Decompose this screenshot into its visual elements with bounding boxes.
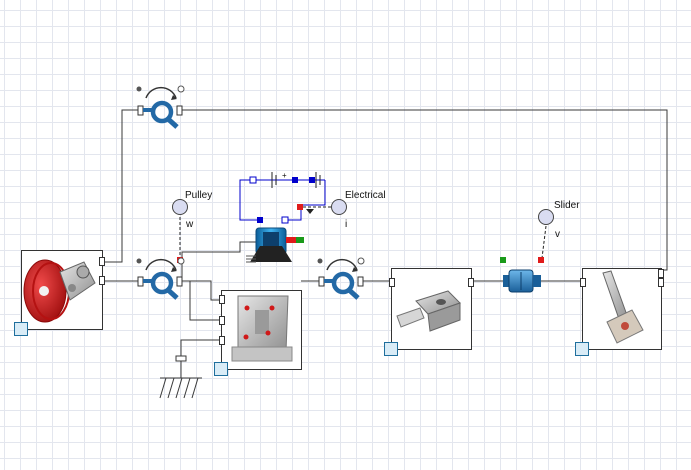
- sensor-lines: [179, 206, 547, 259]
- crank-body-icon[interactable]: [575, 342, 589, 356]
- electric-node-3[interactable]: [309, 177, 315, 183]
- disc-body-icon[interactable]: [14, 322, 28, 336]
- dc-motor[interactable]: [246, 227, 304, 263]
- crank-rod-image-front: [602, 270, 644, 344]
- slider-sensor[interactable]: [538, 209, 554, 225]
- wire-ground-vertical[interactable]: [180, 339, 221, 378]
- electrical-sensor[interactable]: [331, 199, 347, 215]
- electric-wire-left[interactable]: [239, 179, 260, 221]
- electrical-signal-port[interactable]: [297, 204, 303, 210]
- current-arrow-icon: [306, 209, 314, 214]
- electric-node-4[interactable]: [257, 217, 263, 223]
- housing-body-icon[interactable]: [214, 362, 228, 376]
- electric-node-5[interactable]: [281, 216, 289, 224]
- coupler-signal-port[interactable]: [500, 257, 506, 263]
- connection-lines: [102, 109, 668, 378]
- revolute-joint-top[interactable]: [136, 85, 185, 129]
- housing-image-front: [231, 295, 293, 362]
- wire-mid-gear-to-housing[interactable]: [182, 280, 221, 301]
- spring-damper-coupler[interactable]: [503, 269, 541, 293]
- wire-mid-gear-to-ground[interactable]: [182, 280, 221, 321]
- slider-block-image-front: [396, 290, 461, 332]
- electrical-label: Electrical: [345, 190, 386, 201]
- wire-top-gear-to-right-box[interactable]: [182, 109, 668, 271]
- revolute-joint-right[interactable]: [317, 257, 365, 300]
- battery-plus-label: +: [282, 171, 287, 180]
- pulley-var-label: w: [186, 219, 194, 230]
- slider-label: Slider: [554, 200, 580, 211]
- slider-signal-port[interactable]: [538, 257, 544, 263]
- revolute-joint-middle[interactable]: [136, 257, 185, 300]
- electric-node-2[interactable]: [292, 177, 298, 183]
- pulley-label: Pulley: [185, 190, 213, 201]
- wire-disc-to-top-gear[interactable]: [102, 109, 142, 263]
- slider-var-label: v: [555, 229, 560, 240]
- ground-symbol: [159, 355, 202, 399]
- slider-body-icon[interactable]: [384, 342, 398, 356]
- red-disc-crank-image-front: [23, 259, 96, 323]
- pulley-sensor[interactable]: [172, 199, 188, 215]
- electric-node-1[interactable]: [249, 176, 257, 184]
- electrical-var-label: i: [345, 219, 348, 230]
